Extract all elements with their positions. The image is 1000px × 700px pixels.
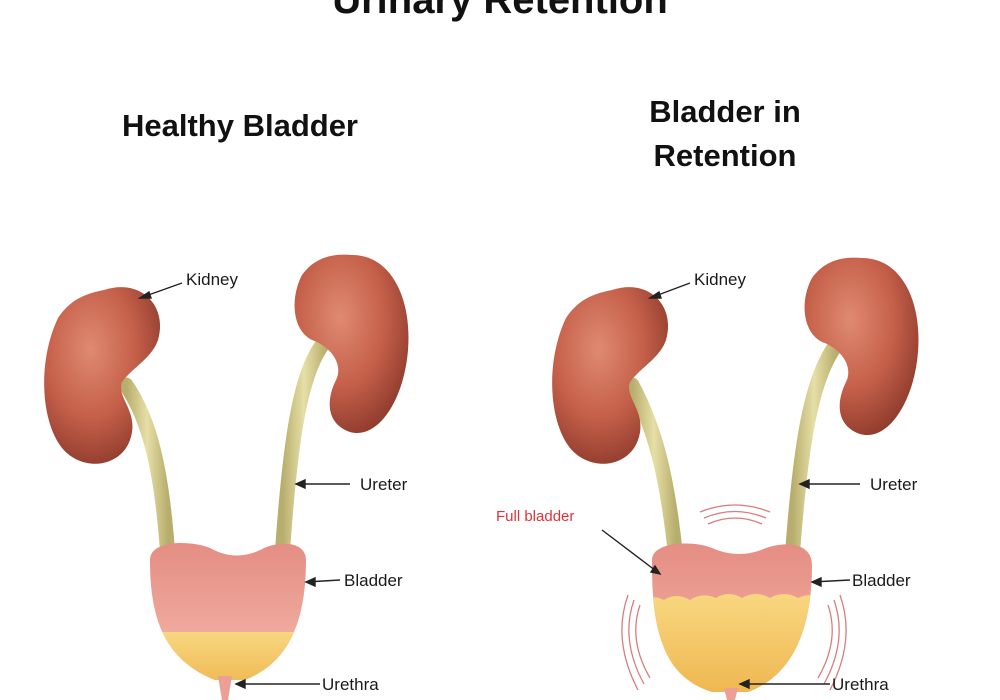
heading-healthy-bladder-text: Healthy Bladder [121,108,358,143]
right-kidney-2 [804,257,919,436]
heading-healthy-bladder: Healthy Bladder [90,104,390,148]
right-ureter-left [624,377,684,568]
left-kidney-1 [44,287,161,464]
left-ureter-left [118,377,176,566]
pressure-marks [621,504,847,691]
label-kidney-right: Kidney [694,270,746,289]
left-kidney-2 [294,254,409,434]
left-ureter-right [274,332,334,566]
right-kidney-1 [552,287,669,464]
healthy-panel: Kidney Ureter Bladder Urethra [44,254,409,700]
label-bladder-left: Bladder [344,571,403,590]
left-urethra [218,676,232,700]
page-title: Urinary Retention [332,0,668,22]
label-urethra-right: Urethra [832,675,889,694]
right-urethra [724,688,738,700]
heading-retention-line2: Retention [653,138,797,173]
heading-retention-line1: Bladder in [649,94,801,129]
label-urethra-left: Urethra [322,675,379,694]
heading-bladder-in-retention: Bladder in Retention [580,90,870,178]
right-ureter-right [784,337,844,568]
label-full-bladder: Full bladder [496,508,574,525]
label-bladder-right: Bladder [852,571,911,590]
label-kidney-left: Kidney [186,270,238,289]
label-ureter-right: Ureter [870,475,918,494]
label-ureter-left: Ureter [360,475,408,494]
retention-panel: Kidney Ureter Bladder Urethra Full bladd… [496,257,919,700]
